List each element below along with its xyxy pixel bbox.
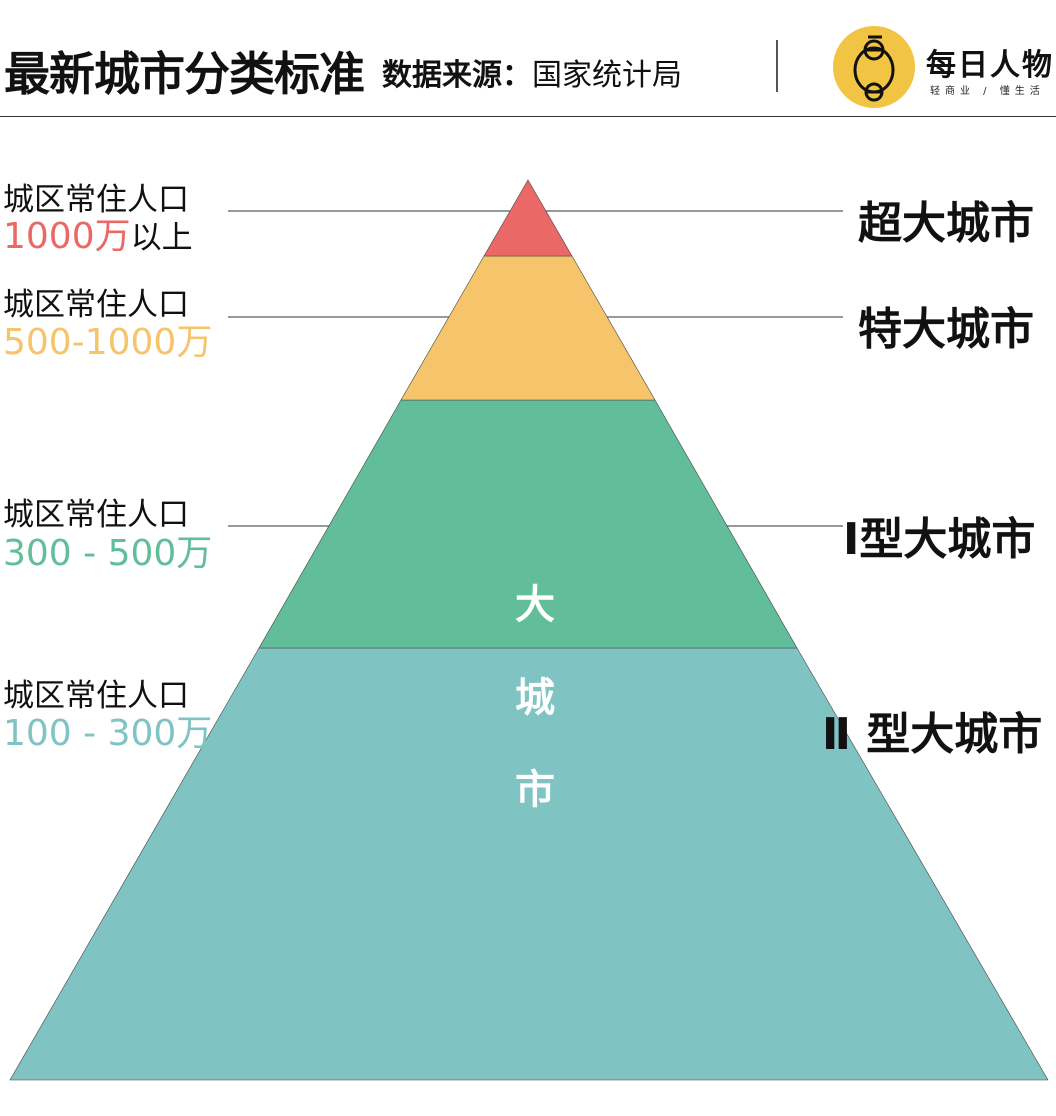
page-title: 最新城市分类标准 bbox=[4, 47, 365, 101]
range-suffix: 以上 bbox=[130, 220, 193, 256]
tier-4-name: Ⅱ 型大城市 bbox=[822, 709, 1043, 760]
range-value: 1000万 bbox=[3, 216, 131, 257]
pyramid-tier-2 bbox=[400, 255, 656, 401]
logo-slogan: 轻商业 / 懂生活 bbox=[930, 86, 1045, 97]
center-label-1: 大 bbox=[515, 582, 555, 628]
source-label: 数据来源： bbox=[382, 58, 532, 93]
tier-1-label: 城区常住人口 bbox=[3, 182, 189, 218]
source-value: 国家统计局 bbox=[532, 58, 682, 93]
tier-4-label: 城区常住人口 bbox=[3, 678, 189, 714]
data-source: 数据来源：国家统计局 bbox=[382, 50, 682, 94]
tier-2-range: 500-1000万 bbox=[3, 322, 213, 363]
tier-2-name: 特大城市 bbox=[858, 304, 1034, 355]
divider bbox=[776, 40, 778, 92]
tier-3-name: Ⅰ型大城市 bbox=[843, 514, 1036, 565]
header-divider bbox=[0, 116, 1056, 117]
tier-2-label: 城区常住人口 bbox=[3, 287, 189, 323]
center-label-3: 市 bbox=[515, 767, 555, 813]
tier-3-range: 300 - 500万 bbox=[3, 533, 213, 574]
pyramid-tier-1 bbox=[483, 179, 573, 257]
tier-1-range: 1000万以上 bbox=[3, 218, 193, 257]
logo-icon bbox=[833, 26, 915, 108]
tier-1-name: 超大城市 bbox=[858, 198, 1034, 249]
center-label-2: 城 bbox=[515, 675, 555, 721]
tier-3-label: 城区常住人口 bbox=[3, 497, 189, 533]
logo-name: 每日人物 bbox=[926, 48, 1054, 83]
tier-4-range: 100 - 300万 bbox=[3, 713, 213, 754]
